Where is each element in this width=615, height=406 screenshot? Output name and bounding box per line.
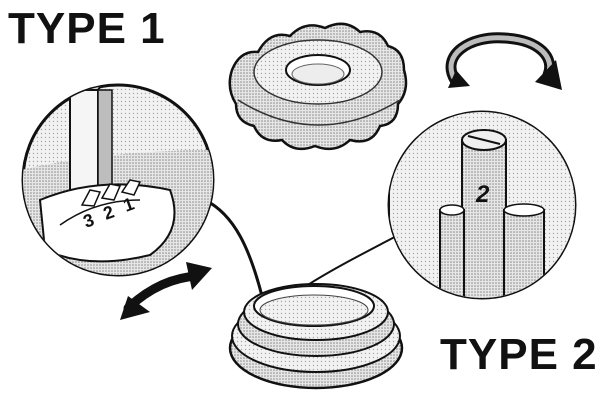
- type2-mark-2: 2: [475, 181, 490, 208]
- type2-label: TYPE 2: [440, 330, 598, 379]
- connector-lines: [204, 198, 409, 297]
- base-ring: [228, 283, 404, 390]
- knurled-knob: [228, 22, 408, 151]
- double-headed-curved-arrow-icon: [120, 262, 212, 320]
- type1-label: TYPE 1: [8, 4, 166, 53]
- circular-rotate-arrow-icon: [445, 32, 562, 90]
- type2-magnifier: 2: [387, 110, 577, 300]
- type1-magnifier: 3 2 1: [21, 83, 215, 277]
